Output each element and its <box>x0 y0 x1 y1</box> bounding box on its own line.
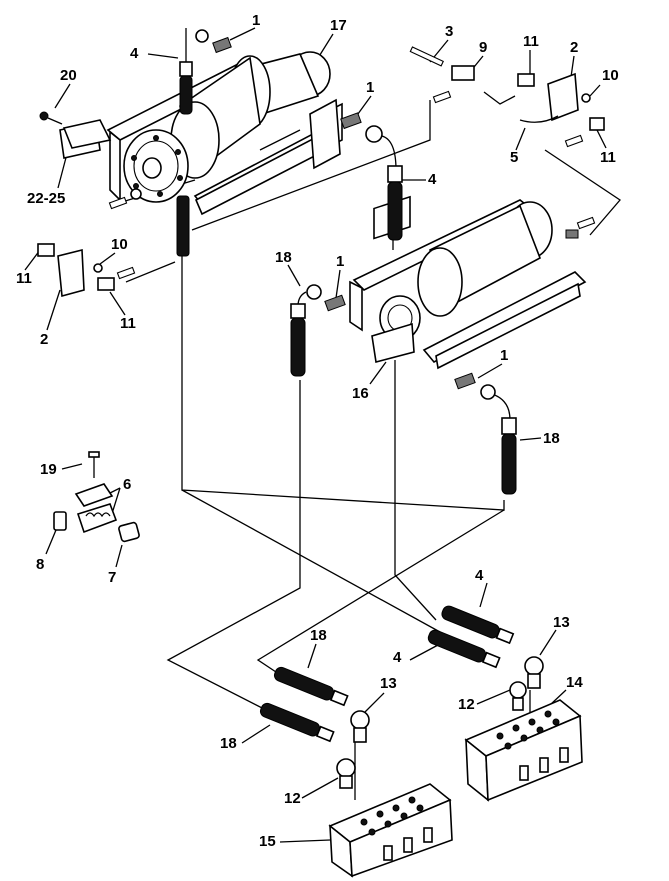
valve-15 <box>328 783 453 878</box>
callout-4: 4 <box>393 649 402 666</box>
hoses <box>179 28 517 495</box>
callout-1: 1 <box>252 12 260 29</box>
callout-10: 10 <box>111 236 128 253</box>
callout-9: 9 <box>479 39 487 56</box>
callout-18: 18 <box>220 735 237 752</box>
callout-12: 12 <box>284 790 301 807</box>
callout-11: 11 <box>523 33 539 50</box>
callout-4: 4 <box>130 45 139 62</box>
callout-11: 11 <box>600 149 616 166</box>
winch-upper <box>59 51 343 257</box>
callout-1: 1 <box>366 79 374 96</box>
callout-18: 18 <box>310 627 327 644</box>
callout-8: 8 <box>36 556 44 573</box>
callout-20: 20 <box>60 67 77 84</box>
callout-22-25: 22-25 <box>27 190 65 207</box>
callout-14: 14 <box>566 674 583 691</box>
callout-2: 2 <box>40 331 48 348</box>
fittings <box>37 36 605 400</box>
loose-parts <box>53 451 140 543</box>
callout-18: 18 <box>543 430 560 447</box>
callout-2: 2 <box>570 39 578 56</box>
callout-7: 7 <box>108 569 116 586</box>
callout-17: 17 <box>330 17 347 34</box>
callout-19: 19 <box>40 461 57 478</box>
callout-6: 6 <box>123 476 131 493</box>
winch-lower <box>349 195 587 370</box>
elbows <box>336 656 544 789</box>
callout-3: 3 <box>445 23 453 40</box>
callout-12: 12 <box>458 696 475 713</box>
callout-1: 1 <box>336 253 344 270</box>
lower-hoses <box>259 605 515 743</box>
callout-1: 1 <box>500 347 508 364</box>
callout-13: 13 <box>553 614 570 631</box>
callout-15: 15 <box>259 833 276 850</box>
callout-5: 5 <box>510 149 518 166</box>
callout-16: 16 <box>352 385 369 402</box>
callout-labels: 1 17 4 20 22-25 1 3 9 11 2 10 5 11 4 10 … <box>16 12 619 850</box>
callout-13: 13 <box>380 675 397 692</box>
callout-4: 4 <box>428 171 437 188</box>
valve-14 <box>464 699 583 802</box>
callout-11: 11 <box>120 315 136 332</box>
callout-10: 10 <box>602 67 619 84</box>
callout-11: 11 <box>16 270 32 287</box>
callout-4: 4 <box>475 567 484 584</box>
leader-lines <box>24 27 607 843</box>
callout-18: 18 <box>275 249 292 266</box>
control-valves <box>328 699 583 878</box>
